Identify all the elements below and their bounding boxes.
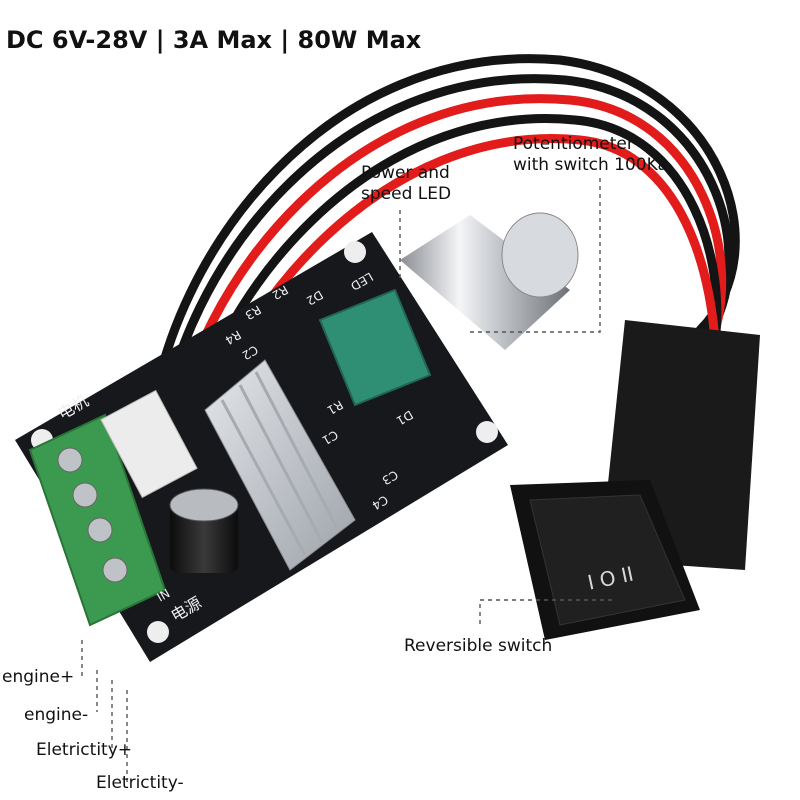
board-label-r3: R3 <box>243 302 264 322</box>
potentiometer-callout-line <box>470 178 601 333</box>
electrolytic-capacitor <box>169 488 239 573</box>
potentiometer <box>318 212 579 407</box>
terminal-label-electricity-plus: Eletrictity+ <box>36 740 133 760</box>
switch-label: Reversible switch <box>404 636 553 656</box>
board-label-c1: C1 <box>320 427 341 447</box>
board-label-c2: C2 <box>240 342 261 362</box>
page-title: DC 6V-28V | 3A Max | 80W Max <box>6 26 422 54</box>
screw-terminal-block <box>28 413 167 627</box>
heatsink <box>204 359 356 571</box>
rocker-switch <box>510 320 760 640</box>
board-label-in: IN <box>155 586 173 604</box>
led-label-line1: Power and <box>361 163 450 183</box>
board-label-r1: R1 <box>325 397 346 417</box>
wire-connector <box>100 389 198 499</box>
switch-callout-line <box>479 599 612 624</box>
board-label-r2: R2 <box>270 282 291 302</box>
potentiometer-label-line1: Potentiometer <box>513 134 634 154</box>
terminal-label-engine-minus: engine- <box>24 705 89 725</box>
terminal-label-engine-plus: engine+ <box>2 667 75 687</box>
terminal-label-electricity-minus: Eletrictity- <box>96 773 184 793</box>
potentiometer-label-line2: with switch 100Ka <box>513 155 668 175</box>
board-label-c4: C4 <box>370 492 391 512</box>
board-label-c3: C3 <box>380 467 401 487</box>
led-label-line2: speed LED <box>361 184 452 204</box>
board-label-r4: R4 <box>223 327 244 347</box>
